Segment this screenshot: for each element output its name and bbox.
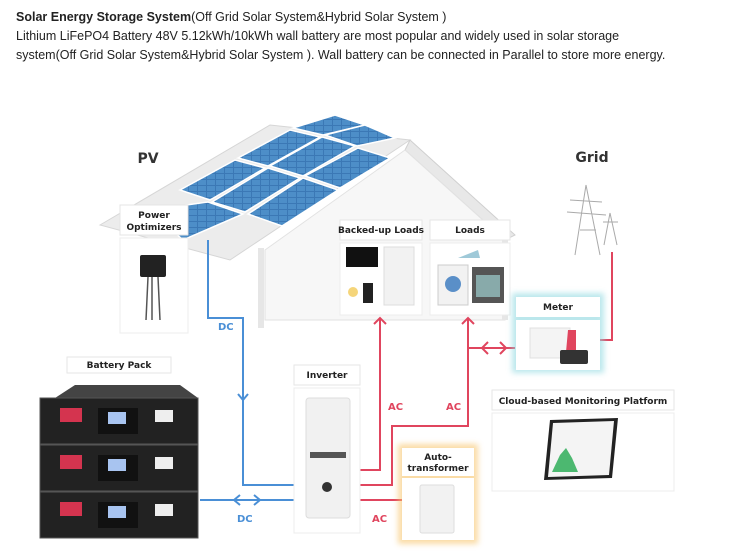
optimizer-device-icon <box>140 255 166 277</box>
ac-label-2: AC <box>446 402 461 413</box>
fridge-icon <box>383 246 415 306</box>
bulb-icon <box>348 287 358 297</box>
autotransformer-label-1: Auto- <box>424 453 452 463</box>
power-optimizers-box: Power Optimizers <box>119 204 189 334</box>
autotransformer-label-2: transformer <box>407 464 469 474</box>
power-optimizers-label-1: Power <box>138 211 170 221</box>
grid-label: Grid <box>575 150 608 166</box>
intro-line-3: system(Off Grid Solar System&Hybrid Sola… <box>16 48 666 62</box>
power-optimizers-label-2: Optimizers <box>126 223 181 233</box>
intro-title: Solar Energy Storage System <box>16 10 192 24</box>
autotransformer-box: Auto- transformer <box>398 444 478 544</box>
ac-label-3: AC <box>372 514 387 525</box>
backed-up-loads-label: Backed-up Loads <box>338 226 424 236</box>
meter-box: Meter <box>512 293 604 373</box>
battery-module <box>39 444 199 492</box>
cloud-monitoring-box: Cloud-based Monitoring Platform <box>491 389 675 492</box>
intro-line-2: Lithium LiFePO4 Battery 48V 5.12kWh/10kW… <box>16 29 620 43</box>
loads-box: Loads <box>429 219 511 316</box>
inverter-box: Inverter <box>293 364 361 534</box>
meter-label: Meter <box>543 303 573 313</box>
dc-label-bottom: DC <box>237 514 253 525</box>
dc-label-top: DC <box>218 322 234 333</box>
pv-label: PV <box>137 151 158 167</box>
phone-icon <box>363 283 373 303</box>
autotransformer-device-icon <box>419 484 455 534</box>
backed-up-loads-box: Backed-up Loads <box>338 219 424 316</box>
iron-icon <box>458 250 480 258</box>
battery-pack: Battery Pack <box>39 356 199 539</box>
battery-module <box>39 397 199 445</box>
dc-wires <box>200 240 294 506</box>
intro-title-rest: (Off Grid Solar System&Hybrid Solar Syst… <box>191 10 447 24</box>
loads-label: Loads <box>455 226 485 236</box>
battery-pack-label: Battery Pack <box>87 361 153 371</box>
ac-label-1: AC <box>388 402 403 413</box>
battery-module <box>39 491 199 539</box>
intro-text: Solar Energy Storage System(Off Grid Sol… <box>16 8 746 65</box>
power-tower-icon <box>566 184 618 256</box>
cloud-monitoring-label: Cloud-based Monitoring Platform <box>499 397 668 407</box>
inverter-label: Inverter <box>306 371 348 381</box>
tv-icon <box>346 247 378 267</box>
